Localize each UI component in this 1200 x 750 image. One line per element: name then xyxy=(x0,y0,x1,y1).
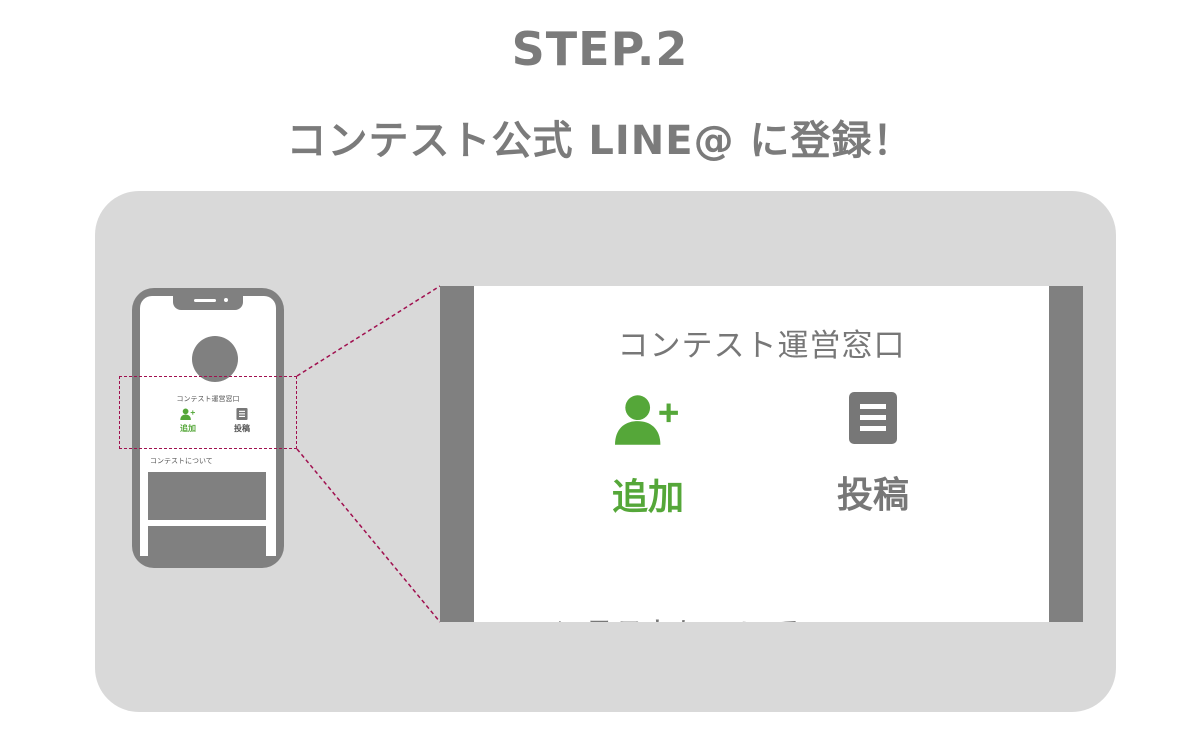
phone-post-action: 投稿 xyxy=(227,408,257,434)
phone-post-label: 投稿 xyxy=(234,424,250,433)
phone-content-block xyxy=(148,472,266,520)
add-label: 追加 xyxy=(611,477,684,518)
add-friend-icon xyxy=(180,408,195,420)
phone-speaker xyxy=(194,299,216,302)
zoom-section-label: コンテストについて xyxy=(522,608,800,622)
document-icon xyxy=(236,408,248,420)
phone-account-name: コンテスト運営窓口 xyxy=(176,395,240,403)
step-subtitle: コンテスト公式 LINE@ に登録！ xyxy=(286,118,914,164)
step-title: STEP.2 xyxy=(511,22,689,76)
zoom-account-name: コンテスト運営窓口 xyxy=(617,328,906,364)
phone-screen: コンテスト運営窓口 追加 投稿 コンテストについて xyxy=(140,296,276,556)
document-icon xyxy=(849,392,897,444)
post-label: 投稿 xyxy=(836,475,909,516)
post-action: 投稿 xyxy=(808,392,938,518)
callout-highlight xyxy=(119,376,297,449)
phone-add-label: 追加 xyxy=(180,424,196,433)
phone-section-label: コンテストについて xyxy=(150,457,213,465)
zoom-right-bezel xyxy=(1049,286,1083,622)
zoom-left-bezel xyxy=(440,286,474,622)
zoomed-view: コンテスト運営窓口 追加 投稿 コンテストについて xyxy=(440,286,1083,622)
phone-avatar xyxy=(192,336,238,382)
phone-content-block xyxy=(148,526,266,556)
add-action: 追加 xyxy=(583,392,713,520)
phone-camera xyxy=(224,298,228,302)
add-friend-icon xyxy=(615,395,678,445)
phone-add-action: 追加 xyxy=(173,408,203,434)
phone-illustration: コンテスト運営窓口 追加 投稿 コンテストについて xyxy=(132,288,284,568)
